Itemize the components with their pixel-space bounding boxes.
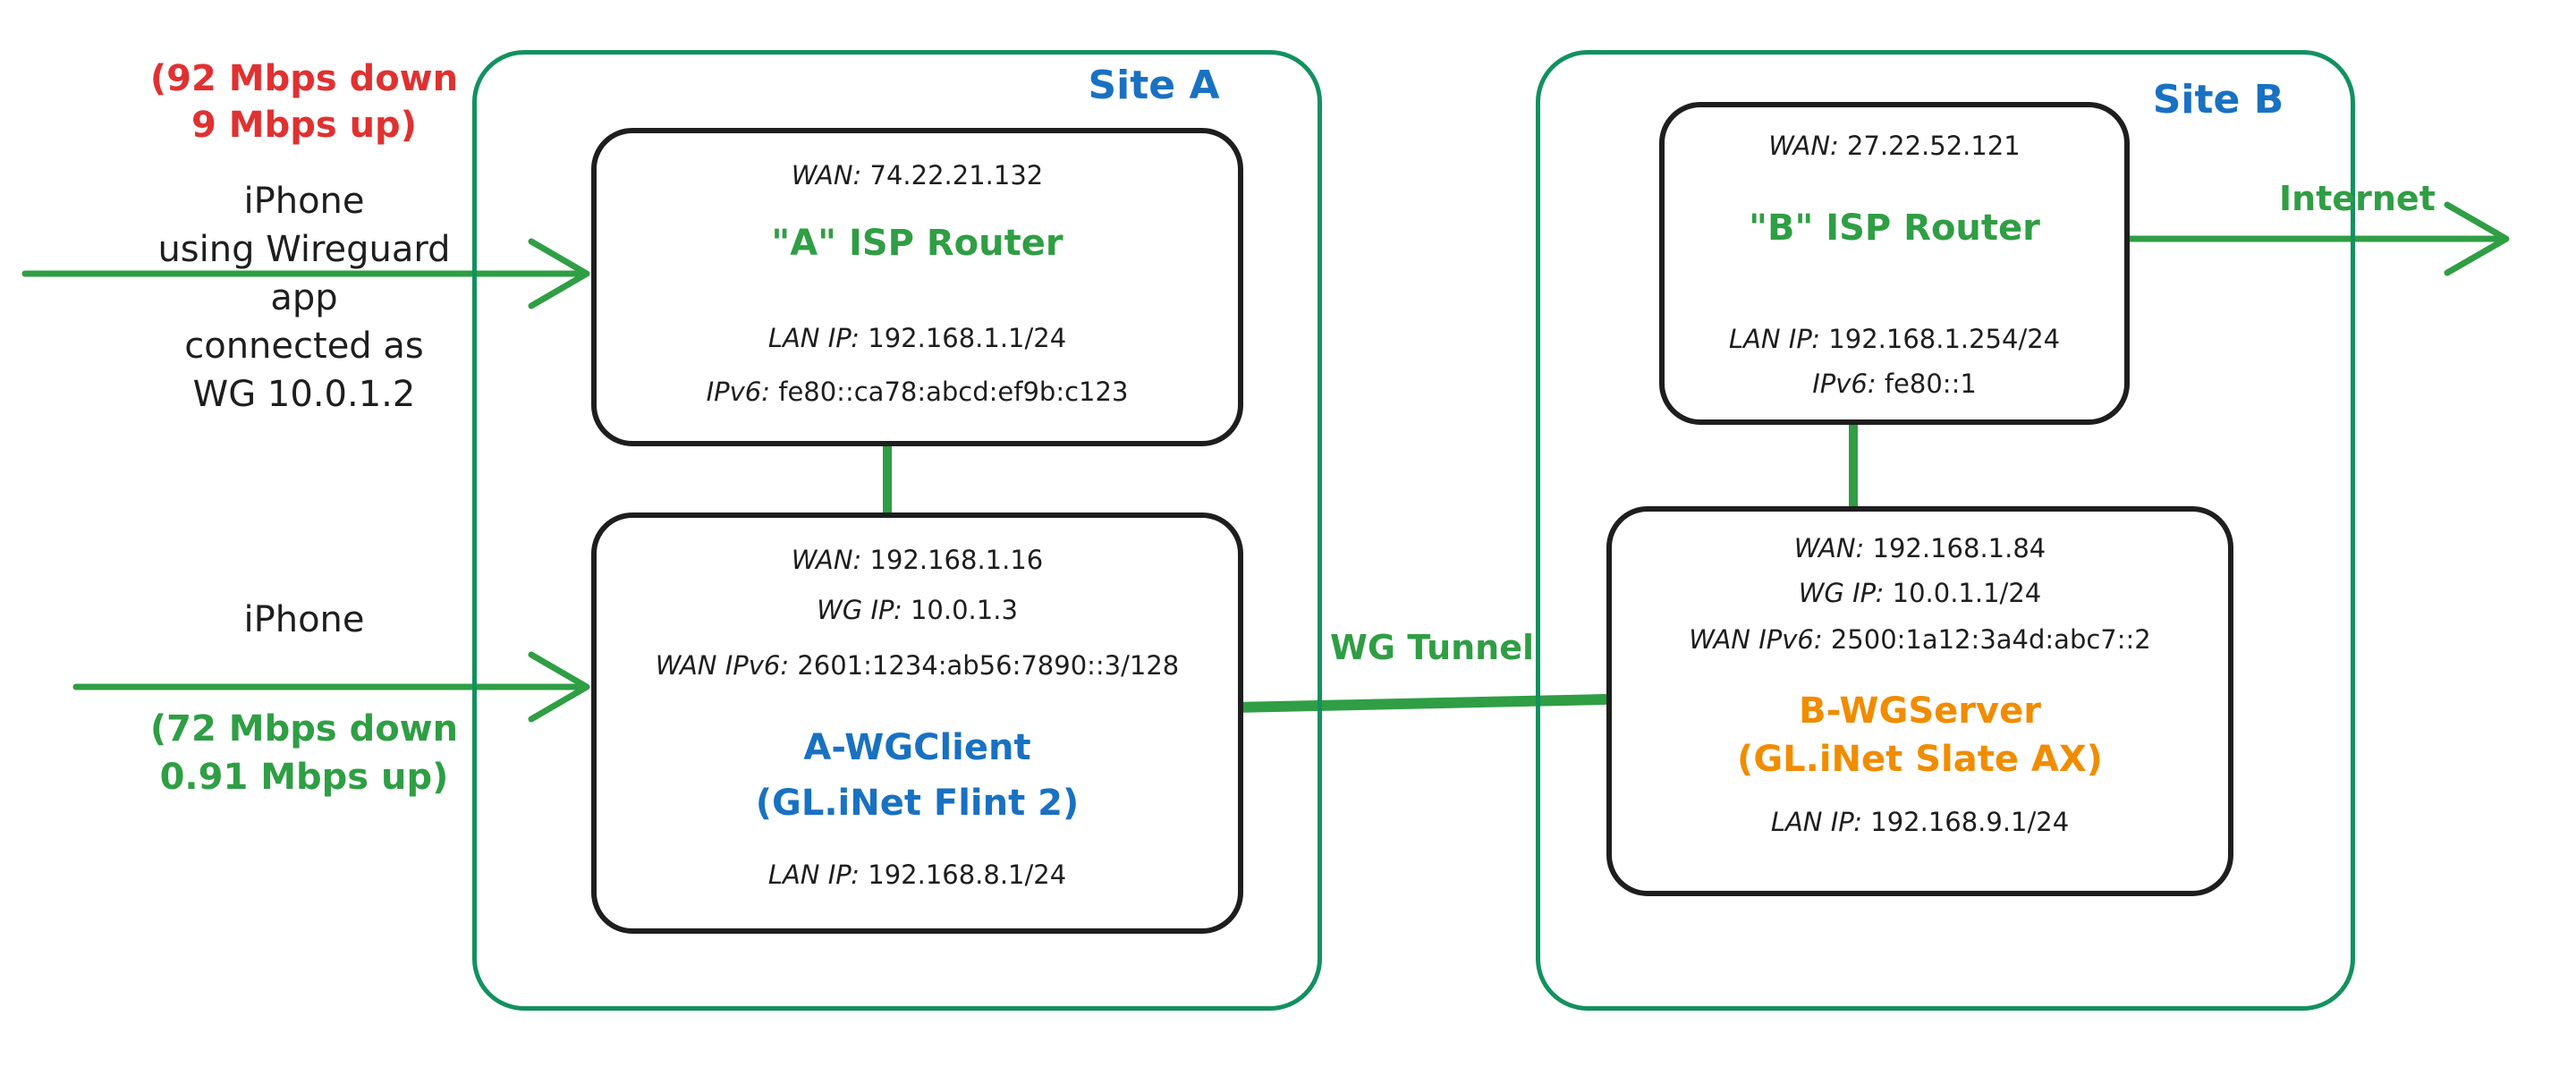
ipv6-value: fe80::ca78:abcd:ef9b:c123: [778, 377, 1129, 407]
site-b-isp-router-title: "B" ISP Router: [1749, 207, 2040, 249]
wgserver-wan-row: WAN: 192.168.1.84: [1612, 533, 2228, 563]
wan-value: 27.22.52.121: [1847, 131, 2021, 161]
ipv6-value: fe80::1: [1884, 368, 1977, 399]
lan-ip-value: 192.168.8.1/24: [868, 860, 1067, 890]
site-a-isp-ipv6-row: IPv6: fe80::ca78:abcd:ef9b:c123: [597, 377, 1238, 407]
wgclient-wan-row: WAN: 192.168.1.16: [597, 545, 1238, 575]
wgclient-lan-row: LAN IP: 192.168.8.1/24: [597, 860, 1238, 890]
wan-ipv6-label: WAN IPv6:: [1689, 624, 1823, 655]
internet-label: Internet: [2279, 179, 2436, 218]
wg-ip-label: WG IP:: [1798, 578, 1885, 608]
lan-ip-value: 192.168.9.1/24: [1870, 807, 2070, 837]
site-a-label: Site A: [1088, 63, 1220, 108]
lan-ip-label: LAN IP:: [1770, 807, 1863, 837]
iphone-label: iPhone: [243, 599, 365, 640]
wireguard-speed-note: (92 Mbps down 9 Mbps up): [107, 55, 501, 148]
wgserver-model: (GL.iNet Slate AX): [1737, 739, 2103, 780]
site-b-isp-lan-row: LAN IP: 192.168.1.254/24: [1665, 324, 2124, 354]
wgclient-wanipv6-row: WAN IPv6: 2601:1234:ab56:7890::3/128: [597, 650, 1238, 681]
wireguard-iphone-line2: using Wireguard: [157, 229, 451, 270]
site-b-label: Site B: [2152, 77, 2284, 123]
site-a-container: [472, 50, 1322, 1011]
wan-label: WAN:: [1768, 131, 1839, 161]
wg-ip-value: 10.0.1.1/24: [1892, 578, 2042, 608]
wgclient-wgip-row: WG IP: 10.0.1.3: [597, 595, 1238, 625]
ipv6-label: IPv6:: [1812, 368, 1877, 399]
ipv6-label: IPv6:: [706, 377, 771, 407]
lan-ip-value: 192.168.1.254/24: [1828, 324, 2061, 354]
site-b-wg-server: WAN: 192.168.1.84 WG IP: 10.0.1.1/24 WAN…: [1606, 506, 2233, 896]
wireguard-iphone-note: iPhone using Wireguard app connected as …: [54, 177, 555, 419]
site-b-container: [1536, 50, 2355, 1011]
wireguard-iphone-line1: iPhone: [243, 181, 365, 222]
wireguard-iphone-line3: app: [270, 277, 338, 318]
wan-value: 74.22.21.132: [869, 160, 1044, 191]
site-a-isp-router-title: "A" ISP Router: [771, 223, 1063, 264]
wgclient-model: (GL.iNet Flint 2): [755, 783, 1080, 824]
wireguard-iphone-line4: connected as: [184, 326, 424, 367]
wan-label: WAN:: [791, 160, 862, 191]
wg-ip-label: WG IP:: [817, 595, 902, 625]
wan-ipv6-value: 2601:1234:ab56:7890::3/128: [797, 650, 1180, 681]
lan-ip-value: 192.168.1.1/24: [868, 323, 1067, 353]
site-b-isp-wan-row: WAN: 27.22.52.121: [1665, 131, 2124, 161]
wgclient-title: A-WGClient: [803, 727, 1031, 768]
direct-speed-note: (72 Mbps down 0.91 Mbps up): [54, 705, 555, 801]
lan-ip-label: LAN IP:: [1728, 324, 1821, 354]
wan-label: WAN:: [791, 545, 862, 575]
wireguard-speed-line1: (92 Mbps down: [149, 58, 459, 99]
site-a-wg-client: WAN: 192.168.1.16 WG IP: 10.0.1.3 WAN IP…: [591, 512, 1243, 934]
lan-ip-label: LAN IP:: [767, 860, 860, 890]
wgserver-wgip-row: WG IP: 10.0.1.1/24: [1612, 578, 2228, 608]
wgserver-wanipv6-row: WAN IPv6: 2500:1a12:3a4d:abc7::2: [1612, 624, 2228, 655]
lan-ip-label: LAN IP:: [767, 323, 860, 353]
wgserver-lan-row: LAN IP: 192.168.9.1/24: [1612, 807, 2228, 837]
site-a-isp-wan-row: WAN: 74.22.21.132: [597, 160, 1238, 191]
site-b-isp-ipv6-row: IPv6: fe80::1: [1665, 368, 2124, 399]
direct-speed-line2: 0.91 Mbps up): [159, 757, 449, 798]
wan-value: 192.168.1.16: [869, 545, 1044, 575]
wan-ipv6-label: WAN IPv6:: [655, 650, 790, 681]
wan-value: 192.168.1.84: [1872, 533, 2046, 563]
direct-speed-line1: (72 Mbps down: [149, 708, 459, 749]
wgserver-title: B-WGServer: [1799, 690, 2041, 732]
site-b-isp-router: WAN: 27.22.52.121 "B" ISP Router LAN IP:…: [1659, 102, 2130, 425]
wan-ipv6-value: 2500:1a12:3a4d:abc7::2: [1830, 624, 2151, 655]
wan-label: WAN:: [1793, 533, 1865, 563]
wireguard-speed-line2: 9 Mbps up): [191, 105, 417, 146]
wg-ip-value: 10.0.1.3: [910, 595, 1018, 625]
site-a-isp-lan-row: LAN IP: 192.168.1.1/24: [597, 323, 1238, 353]
site-a-isp-router: WAN: 74.22.21.132 "A" ISP Router LAN IP:…: [591, 128, 1243, 446]
wg-tunnel-label: WG Tunnel: [1330, 628, 1535, 667]
wireguard-iphone-line5: WG 10.0.1.2: [192, 374, 416, 415]
